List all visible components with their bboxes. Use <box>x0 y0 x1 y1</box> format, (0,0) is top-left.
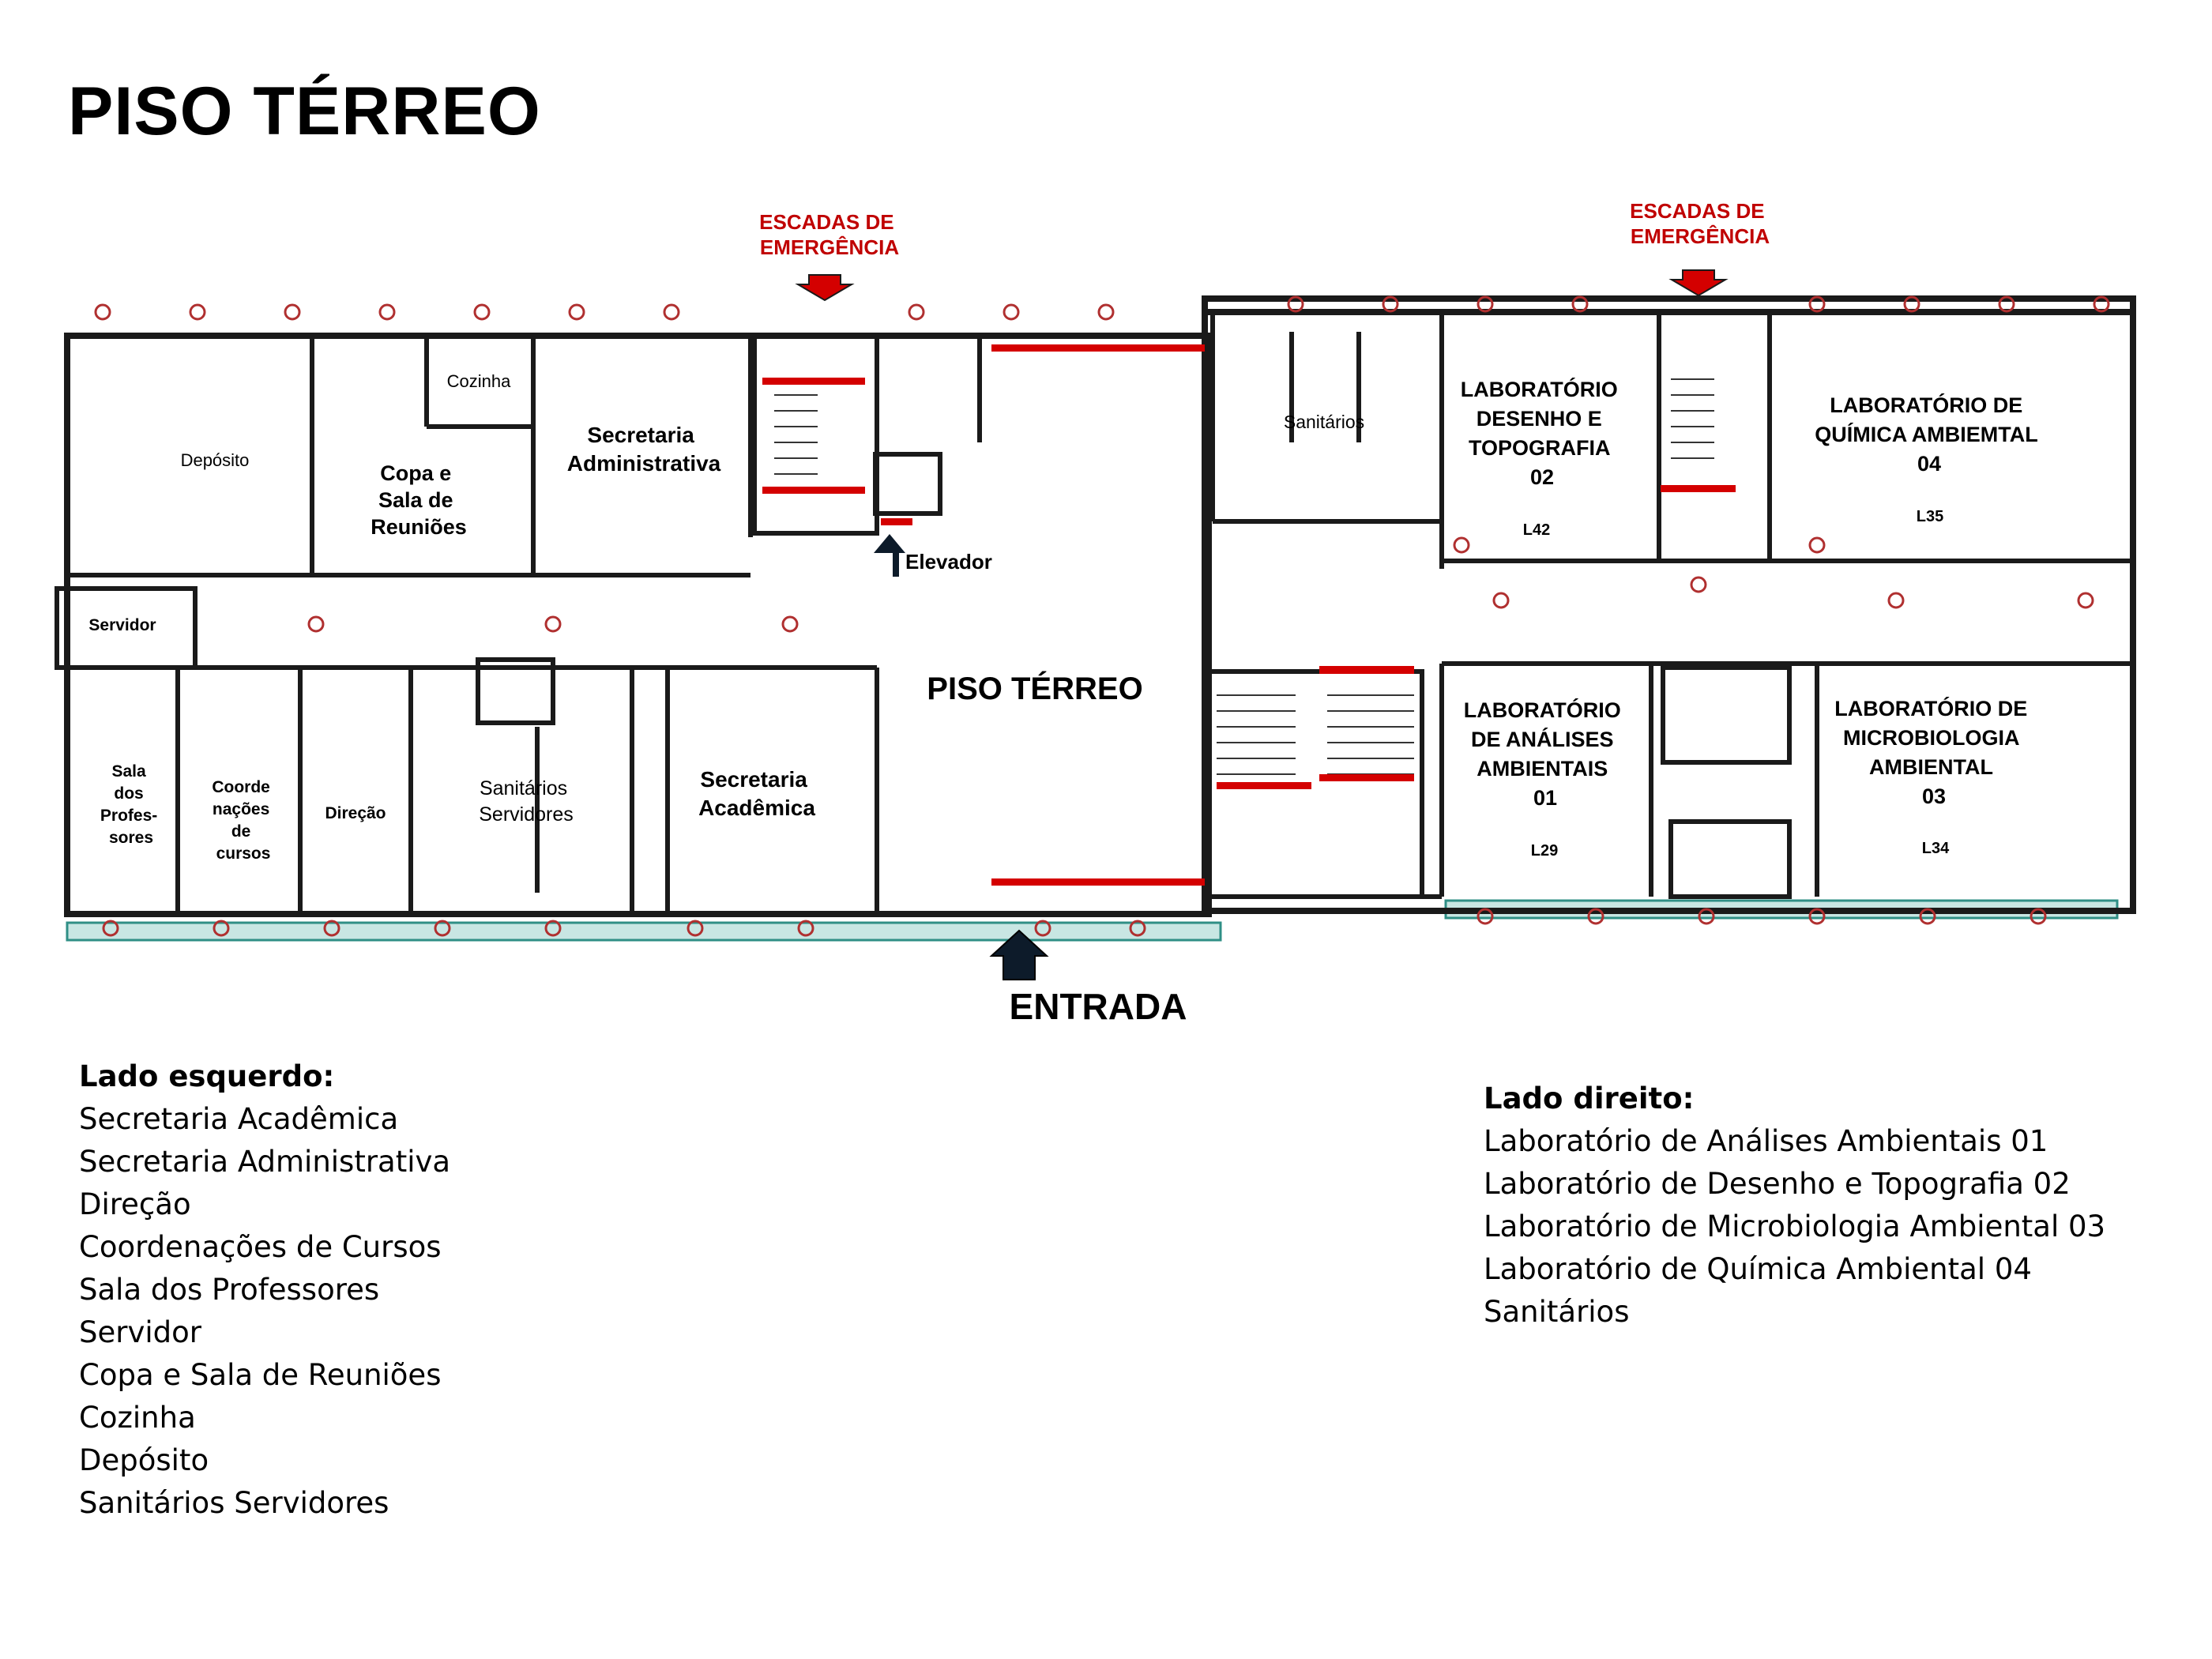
room-label-cozinha: Cozinha <box>447 371 511 391</box>
entrance-label: ENTRADA <box>1010 986 1187 1027</box>
legend-item: Secretaria Acadêmica <box>79 1102 399 1136</box>
room-label-secretaria-administrativa: Secretaria Administrativa <box>567 423 721 476</box>
room-code-l34: L34 <box>1922 840 1950 857</box>
page-title: PISO TÉRREO <box>68 73 541 149</box>
room-code-l29: L29 <box>1531 842 1558 860</box>
elevator-arrow-icon <box>874 534 905 577</box>
entrance-arrow-icon <box>989 929 1049 980</box>
emergency-arrow-right-icon <box>1668 269 1729 297</box>
legend-item: Sanitários <box>1484 1295 1630 1329</box>
room-label-lab-analises: LABORATÓRIO DE ANÁLISES AMBIENTAIS 01 <box>1464 698 1627 810</box>
room-label-sanitarios-servidores: Sanitários Servidores <box>479 777 574 826</box>
room-label-lab-microbiologia: LABORATÓRIO DE MICROBIOLOGIA AMBIENTAL 0… <box>1834 696 2033 808</box>
room-code-l35: L35 <box>1917 508 1943 525</box>
red-markers <box>762 344 1736 886</box>
legend-right: Lado direito: Laboratório de Análises Am… <box>1484 1078 2105 1334</box>
legend-left-title: Lado esquerdo: <box>79 1059 335 1093</box>
legend-left: Lado esquerdo: Secretaria Acadêmica Secr… <box>79 1055 450 1525</box>
dimension-markers <box>94 295 2110 937</box>
legend-right-title: Lado direito: <box>1484 1082 1695 1115</box>
room-label-coordenacoes: Coorde nações de cursos <box>212 778 274 863</box>
legend-item: Depósito <box>79 1443 209 1477</box>
legend-item: Laboratório de Desenho e Topografia 02 <box>1484 1167 2071 1201</box>
elevator-label: Elevador <box>905 550 992 574</box>
facade-strip-left <box>66 921 1222 942</box>
legend-item: Sanitários Servidores <box>79 1486 389 1520</box>
room-label-sanitarios: Sanitários <box>1284 412 1364 432</box>
room-label-sala-professores: Sala dos Profes- sores <box>100 762 162 847</box>
plan-center-title: PISO TÉRREO <box>927 671 1142 706</box>
legend-item: Coordenações de Cursos <box>79 1230 442 1264</box>
room-label-copa: Copa e Sala de Reuniões <box>371 461 467 539</box>
room-label-deposito: Depósito <box>181 450 250 470</box>
room-label-direcao: Direção <box>325 804 386 822</box>
legend-item: Laboratório de Análises Ambientais 01 <box>1484 1124 2048 1158</box>
room-code-l42: L42 <box>1523 521 1550 539</box>
room-label-servidor: Servidor <box>88 616 156 634</box>
walls <box>64 295 2136 917</box>
room-label-secretaria-academica: Secretaria Acadêmica <box>698 767 815 820</box>
room-label-lab-desenho: LABORATÓRIO DESENHO E TOPOGRAFIA 02 <box>1461 377 1624 489</box>
interior-walls <box>55 312 2133 914</box>
legend-item: Secretaria Administrativa <box>79 1145 451 1179</box>
room-label-lab-quimica: LABORATÓRIO DE QUÍMICA AMBIEMTAL 04 <box>1815 393 2044 476</box>
emergency-arrow-left-icon <box>795 274 855 302</box>
legend-item: Copa e Sala de Reuniões <box>79 1358 442 1392</box>
legend-item: Laboratório de Microbiologia Ambiental 0… <box>1484 1209 2106 1243</box>
legend-item: Laboratório de Química Ambiental 04 <box>1484 1252 2032 1286</box>
legend-item: Cozinha <box>79 1401 196 1435</box>
legend-item: Servidor <box>79 1315 201 1349</box>
emergency-stairs-right-label: ESCADAS DE EMERGÊNCIA <box>1630 199 1770 248</box>
emergency-stairs-left-label: ESCADAS DE EMERGÊNCIA <box>759 210 900 259</box>
legend-item: Direção <box>79 1187 191 1221</box>
legend-item: Sala dos Professores <box>79 1273 380 1307</box>
